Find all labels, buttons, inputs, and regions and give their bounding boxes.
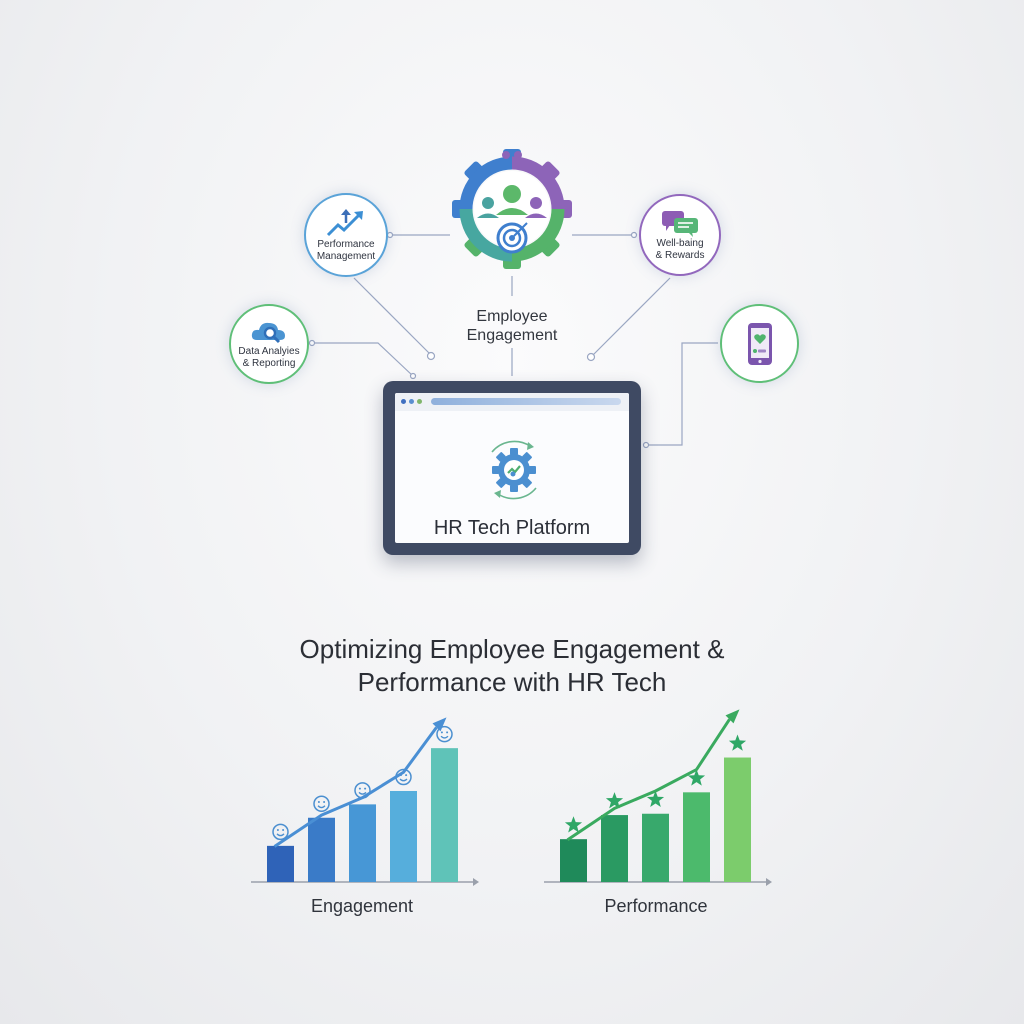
- performance-management-label: Performance Management: [316, 239, 376, 262]
- x-axis-arrow: [766, 878, 772, 886]
- bar: [267, 845, 294, 882]
- bar: [642, 813, 669, 882]
- engagement-gear-icon: [452, 149, 572, 269]
- window-dot: [417, 399, 422, 404]
- data-analytics-label: Data Analyies & Reporting: [238, 346, 300, 369]
- trend-arrowhead: [725, 709, 740, 724]
- bar: [431, 748, 458, 882]
- mobile-app-node[interactable]: [720, 304, 799, 383]
- bar: [349, 804, 376, 882]
- engagement-chart: [251, 717, 479, 886]
- phone-heart-icon: [747, 322, 772, 365]
- trend-arrowhead: [432, 717, 447, 732]
- star-icon: [646, 790, 665, 807]
- star-icon: [728, 734, 747, 751]
- platform-gear-icon: [491, 440, 537, 500]
- smiley-icon: [272, 823, 289, 841]
- chat-bubbles-icon: [662, 211, 698, 237]
- platform-title: HR Tech Platform: [433, 517, 591, 539]
- wellbeing-rewards-node[interactable]: Well-baing & Rewards: [639, 194, 721, 276]
- employee-engagement-label: Employee Engagement: [466, 308, 558, 344]
- bar: [390, 790, 417, 882]
- window-dot: [401, 399, 406, 404]
- smiley-icon: [313, 795, 330, 813]
- engagement-axis-label: Engagement: [310, 896, 414, 916]
- trend-line: [566, 718, 731, 842]
- data-analytics-node[interactable]: Data Analyies & Reporting: [229, 304, 309, 384]
- trend-line: [273, 726, 438, 848]
- star-icon: [687, 769, 706, 786]
- x-axis-arrow: [473, 878, 479, 886]
- bar: [560, 839, 587, 882]
- trend-up-icon: [326, 209, 363, 237]
- address-bar: [431, 398, 621, 405]
- main-title: Optimizing Employee Engagement & Perform…: [299, 634, 725, 697]
- star-icon: [564, 816, 583, 833]
- bar: [308, 817, 335, 882]
- bar: [724, 757, 751, 882]
- browser-bar: [395, 393, 629, 411]
- star-icon: [605, 792, 624, 809]
- smiley-icon: [436, 725, 453, 743]
- window-dot: [409, 399, 414, 404]
- wellbeing-rewards-label: Well-baing & Rewards: [655, 238, 705, 261]
- performance-axis-label: Performance: [604, 896, 708, 916]
- platform-screen: HR Tech Platform: [395, 393, 629, 543]
- bar: [601, 815, 628, 882]
- bar: [683, 792, 710, 882]
- performance-management-node[interactable]: Performance Management: [304, 193, 388, 277]
- hr-tech-platform-device[interactable]: HR Tech Platform: [383, 381, 641, 555]
- cloud-search-icon: [251, 322, 285, 344]
- performance-chart: [544, 709, 772, 886]
